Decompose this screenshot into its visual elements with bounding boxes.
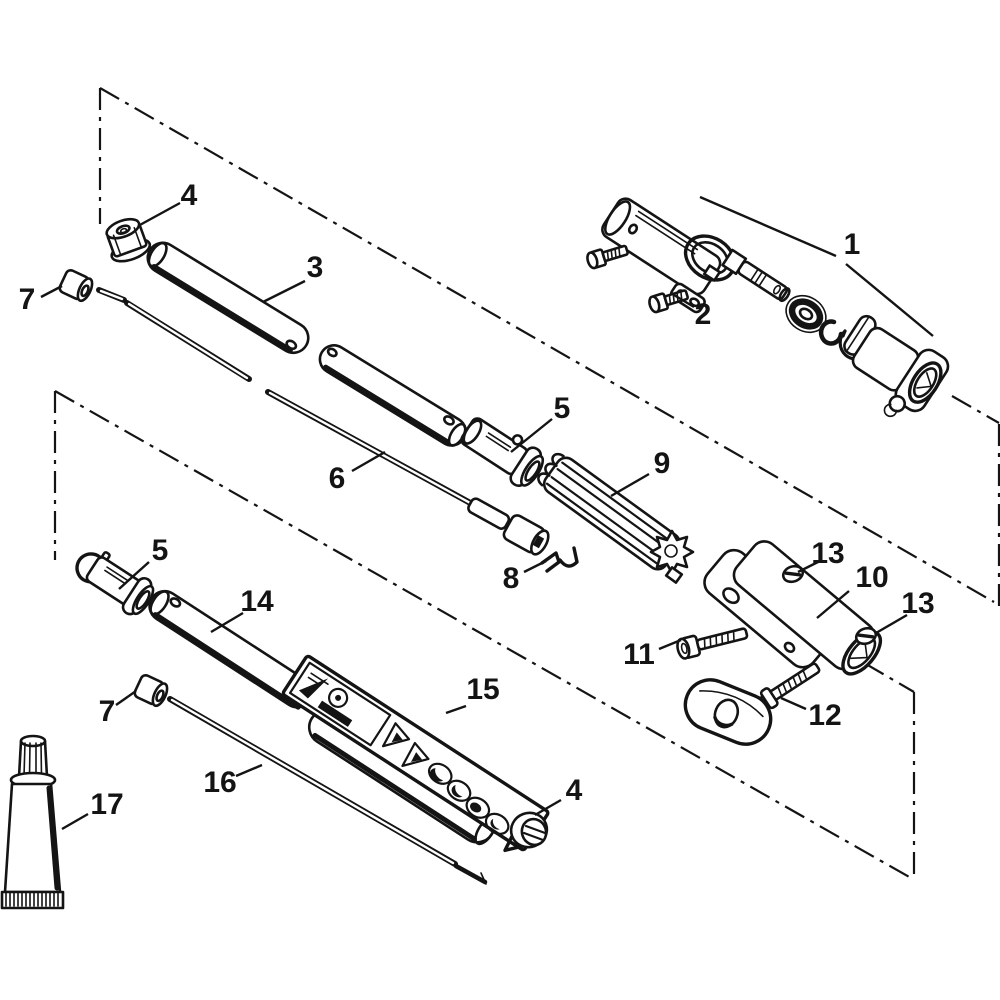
part-13-nut-left xyxy=(781,564,805,584)
part-5-sleeve-lower xyxy=(75,551,155,616)
callout-13-left: 13 xyxy=(811,537,844,570)
part-2-screws xyxy=(586,244,689,314)
housing-pin-hole xyxy=(627,223,639,235)
part-4-cap-upper xyxy=(105,217,152,263)
part-16-drive-shaft xyxy=(167,696,488,885)
clamp-boss xyxy=(702,264,722,282)
leader-8 xyxy=(523,559,547,574)
safety-pictogram-icon xyxy=(427,762,453,785)
leader-11 xyxy=(658,638,682,651)
leader-7-lower xyxy=(115,690,137,706)
part-11-screw xyxy=(676,627,749,660)
callout-17: 17 xyxy=(90,788,123,821)
leader-3 xyxy=(262,279,306,304)
leader-2 xyxy=(673,293,695,309)
callout-4-upper: 4 xyxy=(181,179,198,212)
leader-9 xyxy=(610,472,650,498)
part-1-left-housing xyxy=(601,197,722,296)
part-4-cap-lower xyxy=(509,811,549,849)
part-5-sleeve-upper xyxy=(460,417,545,488)
leader-17 xyxy=(61,812,89,831)
safety-pictogram-icon xyxy=(484,812,510,835)
part-15-warning-label xyxy=(281,654,550,853)
part-9-splined-liner xyxy=(537,452,695,584)
callout-7-lower: 7 xyxy=(99,695,116,728)
part-7-bushing-lower xyxy=(133,673,169,708)
part-14-drive-tube xyxy=(148,589,314,710)
leader-14 xyxy=(210,611,244,634)
label-text-panel xyxy=(288,661,392,747)
callout-6: 6 xyxy=(329,462,346,495)
callout-1: 1 xyxy=(844,228,861,261)
callout-14: 14 xyxy=(240,585,274,618)
callout-4-lower: 4 xyxy=(566,774,583,807)
leader-6 xyxy=(351,450,386,473)
callout-2: 2 xyxy=(695,298,712,331)
leader-4-lower xyxy=(534,798,562,817)
part-1-bracket-line xyxy=(845,263,934,337)
callout-10: 10 xyxy=(855,561,888,594)
callout-leader-lines xyxy=(40,201,908,831)
part-1-small-clip xyxy=(818,319,844,346)
callout-12: 12 xyxy=(808,699,841,732)
callout-5-lower: 5 xyxy=(152,534,169,567)
part-12-wing-screw xyxy=(683,662,821,746)
part-7-bushing-upper xyxy=(58,268,94,303)
assembly-boundary-lines xyxy=(53,87,1000,879)
part-13-nut-right xyxy=(854,626,878,646)
leader-13-right xyxy=(875,613,908,635)
leader-7-upper xyxy=(40,284,63,299)
callout-3: 3 xyxy=(307,251,324,284)
warning-triangle-icon xyxy=(401,741,430,768)
screw xyxy=(586,244,629,270)
leader-12 xyxy=(780,696,807,711)
leader-5-upper xyxy=(510,418,553,453)
part-1-right-coupler xyxy=(843,314,950,418)
warning-triangle-icon xyxy=(381,722,411,748)
callout-numbers: 1 2 3 4 4 5 5 6 7 7 8 9 10 11 12 13 13 1… xyxy=(19,179,935,821)
callout-9: 9 xyxy=(654,447,671,480)
callout-5-upper: 5 xyxy=(554,392,571,425)
callout-11: 11 xyxy=(623,638,655,671)
part-1-coupling-assembly xyxy=(601,195,950,418)
safety-pictogram-icon xyxy=(465,796,491,819)
leader-15 xyxy=(445,704,467,715)
part-3-drive-tube xyxy=(146,241,467,447)
part-1-bracket-line xyxy=(699,195,837,258)
leader-5-lower xyxy=(118,561,150,590)
callout-15: 15 xyxy=(466,673,499,706)
callout-16: 16 xyxy=(203,766,236,799)
part-6-drive-shaft xyxy=(96,287,550,556)
safety-pictogram-icon xyxy=(446,779,472,802)
callout-7-upper: 7 xyxy=(19,283,36,316)
leader-4-upper xyxy=(137,201,181,228)
callout-13-right: 13 xyxy=(901,587,934,620)
callout-8: 8 xyxy=(503,562,520,595)
leader-10 xyxy=(816,590,850,619)
part-1-stub-shaft xyxy=(721,248,791,303)
part-17-grease-tube xyxy=(0,734,65,910)
part-8-clip xyxy=(540,546,579,573)
spline-end-face xyxy=(649,529,695,575)
leader-16 xyxy=(235,763,263,778)
part-10-clamp-housing xyxy=(703,540,883,676)
leader-13-left xyxy=(797,560,819,574)
shaft-end-fitting xyxy=(502,514,550,556)
